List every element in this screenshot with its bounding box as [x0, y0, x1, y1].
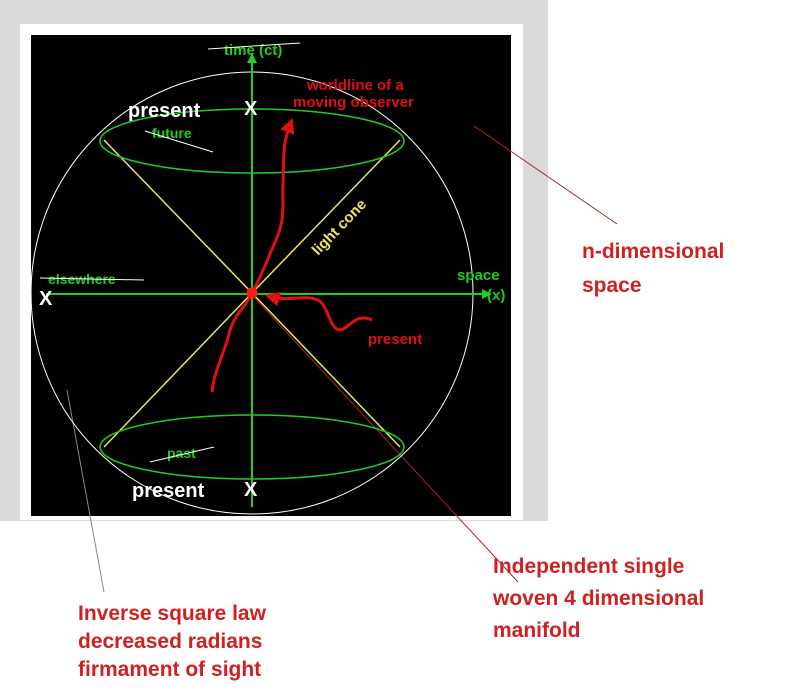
cone-edge-lower-left: [103, 292, 253, 448]
cone-edge-upper-left: [103, 139, 253, 294]
cone-edge-lower-right: [251, 292, 401, 448]
worldline-label-line1: worldline of a: [306, 77, 404, 94]
elsewhere-label-strike: [39, 277, 145, 281]
past-label-strike: [149, 446, 215, 463]
x-marker-top: X: [244, 98, 258, 120]
past-label: past: [167, 445, 196, 461]
x-marker-left: X: [39, 288, 53, 310]
present-top-label: present: [128, 100, 201, 122]
time-axis-label: time (ct): [224, 42, 282, 59]
future-label: future: [152, 125, 192, 141]
space-axis-label: space: [457, 267, 500, 284]
pointer-line-manifold: [252, 295, 519, 583]
present-pointer-label: present: [368, 331, 422, 348]
origin-event-dot: [246, 287, 258, 299]
time-label-strike: [207, 42, 301, 50]
pointer-line-ndim: [473, 125, 618, 225]
worldline-curve: [210, 118, 295, 393]
cone-edge-upper-right: [251, 139, 401, 294]
annotation-4d-manifold: Independent single woven 4 dimensional m…: [493, 555, 705, 642]
annotation-inverse-square-law: Inverse square law decreased radians fir…: [78, 602, 266, 681]
present-pointer-arrow: [264, 291, 373, 332]
present-bottom-label: present: [132, 480, 205, 502]
future-label-strike: [144, 130, 214, 153]
annotation-n-dimensional-space: n-dimensional space: [582, 240, 725, 297]
worldline-label-line2: moving observer: [293, 94, 414, 111]
x-marker-bottom: X: [244, 479, 258, 501]
space-axis-unit: (x): [487, 287, 505, 304]
